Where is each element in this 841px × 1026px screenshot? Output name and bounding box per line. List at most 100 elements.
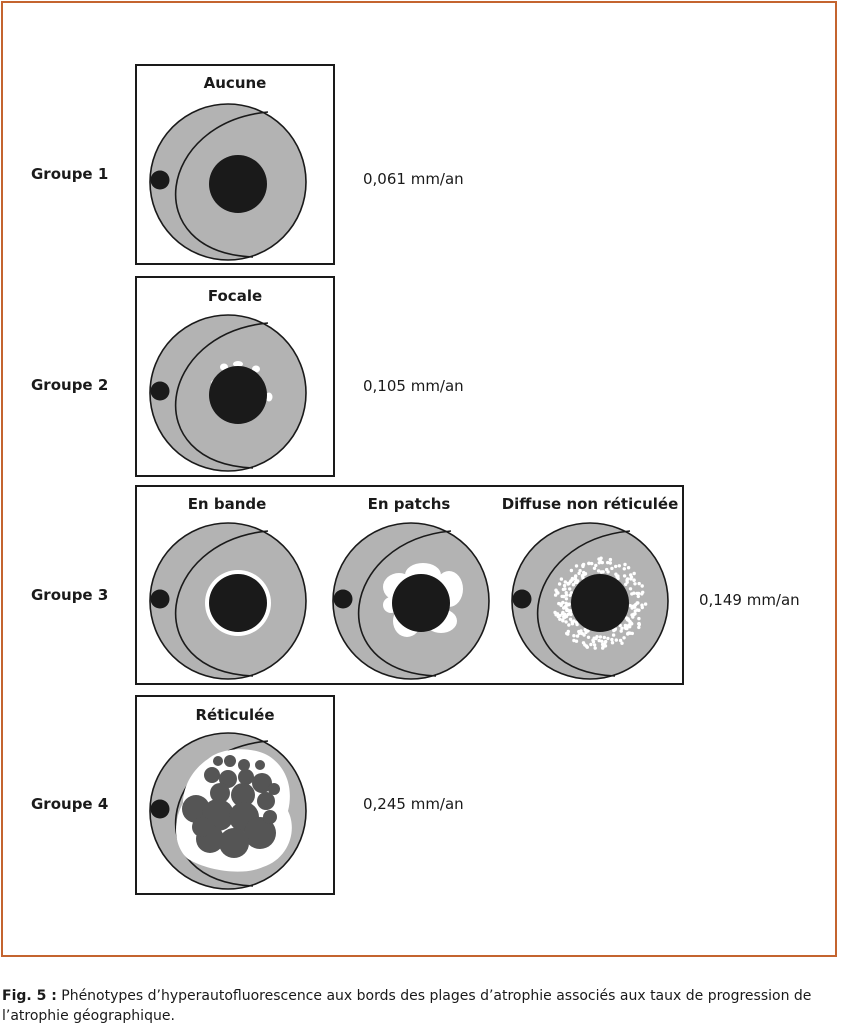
hyperfluorescent-dot <box>601 646 605 650</box>
hyperfluorescent-dot <box>566 581 570 586</box>
group-3-label: Groupe 3 <box>31 586 109 604</box>
hyperfluorescent-dot <box>620 641 624 645</box>
hyperfluorescent-dot <box>619 629 623 633</box>
group-2-label: Groupe 2 <box>31 376 109 394</box>
hyperfluorescent-dot <box>570 622 575 626</box>
hyperfluorescent-dot <box>587 561 591 566</box>
hyperfluorescent-dot <box>635 601 639 605</box>
hyperfluorescent-dot <box>623 562 627 567</box>
hyperfluorescent-dot <box>628 604 632 608</box>
hyperfluorescent-dot <box>563 605 567 609</box>
hyperfluorescent-dot <box>567 623 571 627</box>
hyperfluorescent-dot <box>592 566 597 570</box>
hyperfluorescent-dot <box>562 583 567 588</box>
phenotype-title-en-patchs: En patchs <box>367 495 451 513</box>
hyperfluorescent-dot <box>578 569 582 573</box>
group-1-label: Groupe 1 <box>31 165 109 183</box>
hyperfluorescent-dot <box>561 619 565 623</box>
hyperfluorescent-dot <box>555 612 560 616</box>
hyperfluorescent-dot <box>605 567 609 572</box>
hyperfluorescent-dot <box>574 574 578 578</box>
eye-banded-hyperfluorescence-icon <box>149 522 307 680</box>
hyperfluorescent-dot <box>626 566 631 570</box>
hyperfluorescent-dot <box>561 610 565 615</box>
hyperfluorescent-dot <box>592 643 597 647</box>
hyperfluorescent-dot <box>575 622 579 627</box>
eye-no-hyperfluorescence-icon <box>149 103 307 261</box>
hyperfluorescent-dot <box>572 634 576 638</box>
hyperfluorescent-dot <box>558 617 562 621</box>
phenotype-title-diffuse: Diffuse non réticulée <box>501 495 679 513</box>
hyperfluorescent-dot <box>594 563 598 568</box>
phenotype-title-en-bande: En bande <box>187 495 267 513</box>
hyperfluorescent-dot <box>622 636 626 640</box>
hyperfluorescent-dot <box>561 587 566 592</box>
hyperfluorescent-dot <box>559 577 564 581</box>
hyperfluorescent-dot <box>636 608 641 612</box>
hyperfluorescent-dot <box>617 564 621 568</box>
hyperfluorescent-dot <box>640 592 644 596</box>
hyperfluorescent-dot <box>630 622 634 626</box>
hyperfluorescent-dot <box>554 588 558 592</box>
hyperfluorescent-dot <box>636 594 640 599</box>
figure-frame <box>1 1 837 957</box>
hyperfluorescent-dot <box>572 638 576 643</box>
hyperfluorescent-dot <box>608 557 613 562</box>
hyperfluorescent-dot <box>636 591 641 596</box>
hyperfluorescent-dot <box>622 574 627 578</box>
hyperfluorescent-dot <box>610 641 615 645</box>
hyperfluorescent-dot <box>628 587 633 591</box>
hyperfluorescent-dot <box>626 617 630 621</box>
hyperfluorescent-dot <box>566 632 570 636</box>
hyperfluorescent-dot <box>573 577 578 581</box>
hyperfluorescent-dot <box>640 584 644 588</box>
hyperfluorescent-dot <box>618 638 623 643</box>
hyperfluorescent-dot <box>564 597 569 601</box>
hyperfluorescent-dot <box>574 564 579 568</box>
hyperfluorescent-dot <box>637 625 641 630</box>
hyperfluorescent-dot <box>637 621 641 626</box>
caption-prefix: Fig. 5 : <box>2 988 57 1004</box>
hyperfluorescent-dot <box>559 602 564 606</box>
hyperfluorescent-dot <box>577 631 582 636</box>
hyperfluorescent-dot <box>630 631 634 636</box>
hyperfluorescent-dot <box>593 646 597 650</box>
hyperfluorescent-dot <box>553 593 558 597</box>
hyperfluorescent-dot <box>562 614 566 619</box>
hyperfluorescent-dot <box>610 566 614 571</box>
hyperfluorescent-dot <box>606 560 610 565</box>
hyperfluorescent-dot <box>574 639 579 643</box>
hyperfluorescent-dot <box>569 612 573 616</box>
hyperfluorescent-dot <box>566 603 571 607</box>
group-4-label: Groupe 4 <box>31 795 109 813</box>
hyperfluorescent-dot <box>622 567 626 571</box>
hyperfluorescent-dot <box>618 623 622 628</box>
hyperfluorescent-dot <box>643 602 648 606</box>
hyperfluorescent-dot <box>604 639 608 644</box>
hyperfluorescent-dot <box>581 563 585 568</box>
hyperfluorescent-dot <box>591 640 596 644</box>
hyperfluorescent-dot <box>585 645 589 649</box>
hyperfluorescent-dot <box>625 578 629 582</box>
eye-diffuse-non-reticular-icon <box>511 522 669 680</box>
hyperfluorescent-dot <box>563 580 567 584</box>
hyperfluorescent-dot <box>600 560 604 565</box>
hyperfluorescent-dot <box>586 635 591 639</box>
hyperfluorescent-dot <box>568 617 573 621</box>
hyperfluorescent-dot <box>620 626 624 630</box>
caption-text: Phénotypes d’hyperautofluorescence aux b… <box>2 988 812 1024</box>
hyperfluorescent-dot <box>581 641 586 645</box>
hyperfluorescent-dot <box>596 569 601 573</box>
hyperfluorescent-dot <box>580 631 584 636</box>
hyperfluorescent-dot <box>632 571 636 576</box>
hyperfluorescent-dot <box>575 634 580 638</box>
figure-caption: Fig. 5 : Phénotypes d’hyperautofluoresce… <box>2 986 838 1026</box>
hyperfluorescent-dot <box>602 635 606 640</box>
hyperfluorescent-dot <box>579 629 583 633</box>
hyperfluorescent-dot <box>564 593 569 597</box>
eye-reticular-icon <box>149 732 307 890</box>
hyperfluorescent-dot <box>568 587 572 591</box>
hyperfluorescent-dot <box>600 642 605 647</box>
hyperfluorescent-dot <box>560 594 564 599</box>
hyperfluorescent-dot <box>565 608 569 613</box>
